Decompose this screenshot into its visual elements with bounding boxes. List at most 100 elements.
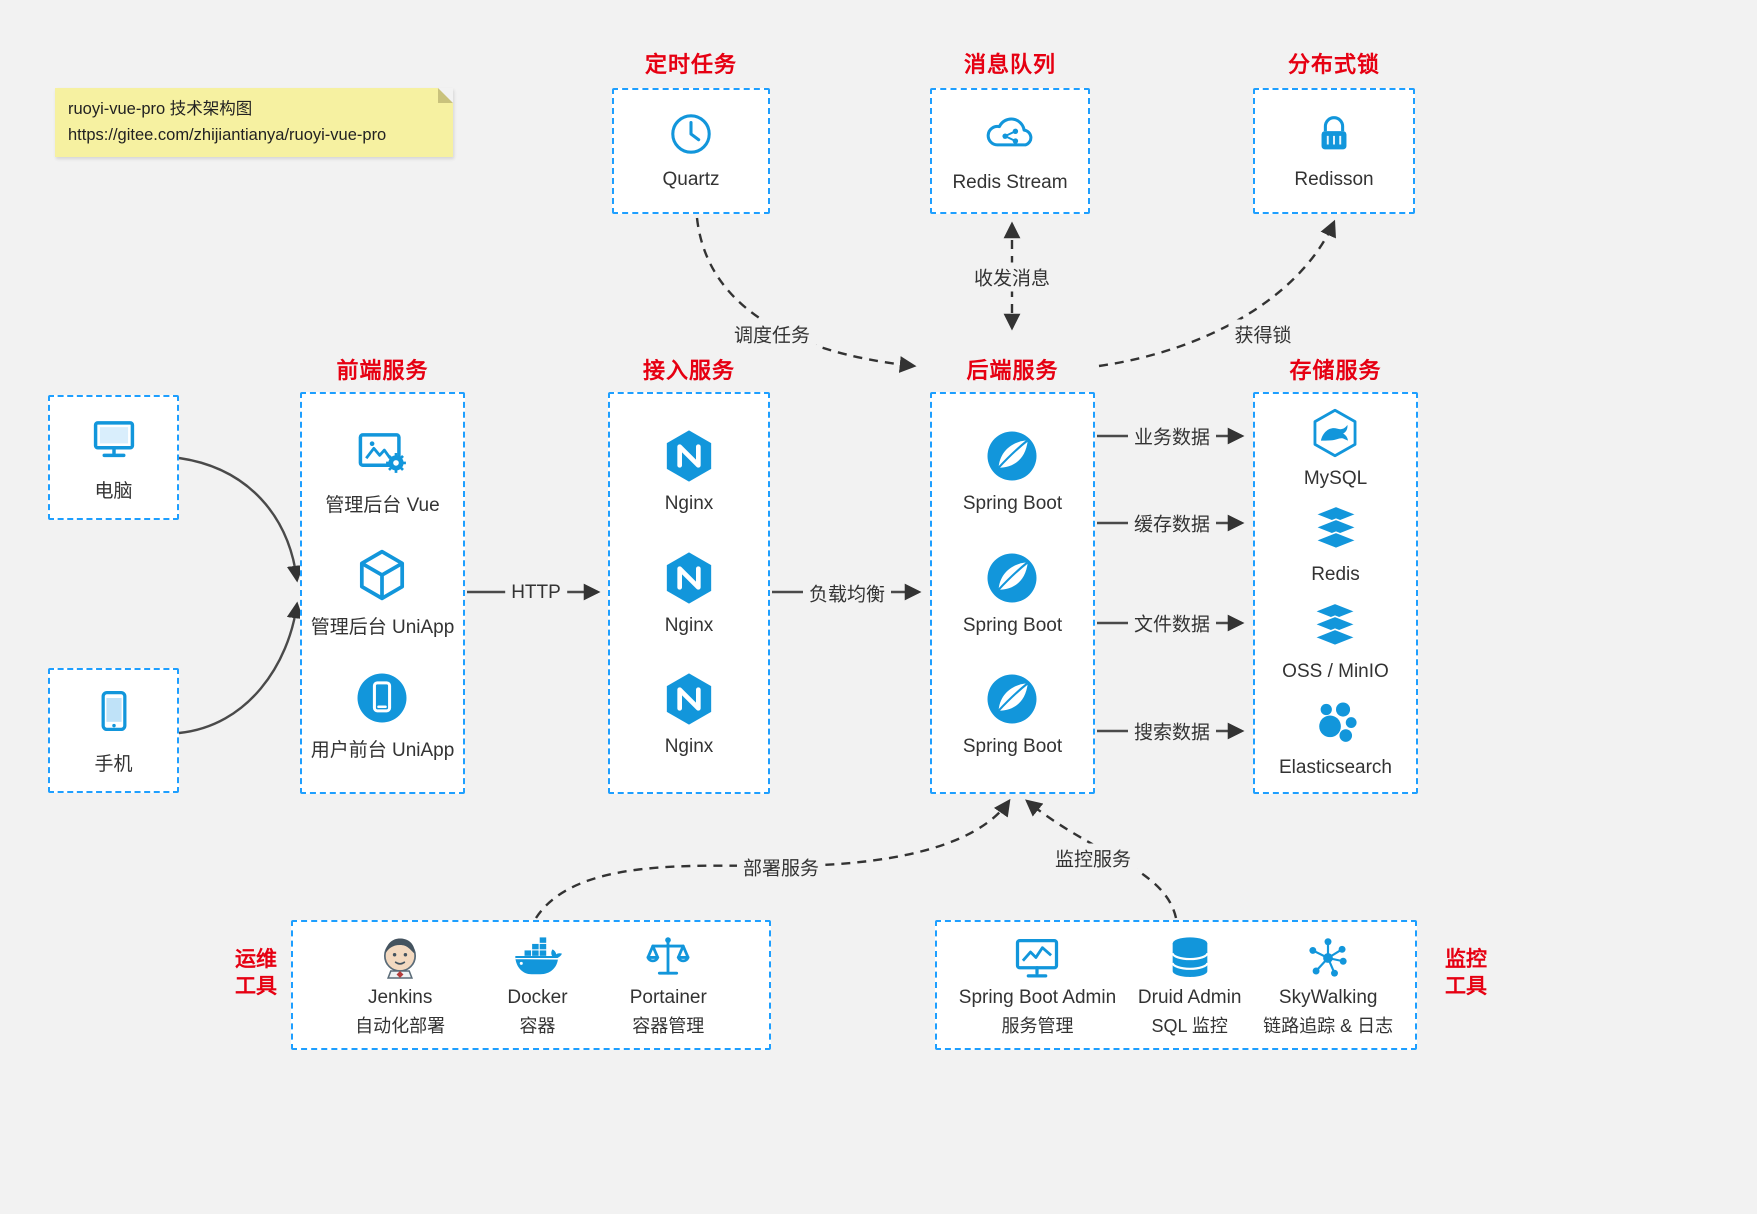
admin-vue-item: 管理后台 Vue (325, 425, 440, 517)
jenkins-name: Jenkins (367, 987, 433, 1008)
admin-uniapp-label: 管理后台 UniApp (310, 617, 455, 638)
ops-label-line2: 工具 (235, 975, 277, 999)
scheduled-tasks-title: 定时任务 (644, 52, 737, 77)
jenkins-item: Jenkins 自动化部署 (355, 932, 445, 1038)
access-services-title: 接入服务 (642, 358, 735, 383)
ops-label-line1: 运维 (235, 948, 277, 971)
edge-label-messaging: 收发消息 (967, 262, 1057, 292)
edge-acquire-lock (1098, 219, 1336, 368)
ops-tools-box: Jenkins 自动化部署 Docker 容器 Portainer 容器管理 (291, 920, 771, 1050)
quartz-box: Quartz (612, 88, 770, 214)
monitor-label-line1: 监控 (1445, 948, 1487, 971)
mysql-label: MySQL (1303, 468, 1368, 490)
frontend-services-title: 前端服务 (336, 358, 429, 383)
pc-label: 电脑 (94, 481, 133, 502)
mysql-icon (1309, 407, 1361, 459)
nginx-icon (661, 671, 717, 727)
docker-icon (511, 932, 563, 984)
user-uniapp-item: 用户前台 UniApp (310, 670, 455, 762)
elasticsearch-label: Elasticsearch (1279, 756, 1392, 778)
monitor-label-line2: 工具 (1445, 975, 1487, 999)
oss-minio-label: OSS / MinIO (1282, 660, 1389, 682)
spring-boot-icon (984, 428, 1040, 484)
backend-services-box: Spring Boot Spring Boot Spring Boot (930, 392, 1095, 794)
oss-stack-icon (1309, 600, 1361, 652)
admin-uniapp-item: 管理后台 UniApp (310, 547, 455, 639)
nginx-label: Nginx (664, 614, 714, 636)
edge-schedule-tasks (695, 217, 917, 373)
admin-vue-icon (354, 425, 410, 481)
uniapp-cube-icon (354, 547, 410, 603)
redis-label: Redis (1311, 564, 1360, 586)
spring-boot-icon (984, 671, 1040, 727)
skywalking-icon (1302, 932, 1354, 984)
edge-label-load-balance: 负载均衡 (802, 578, 892, 608)
spring-boot-admin-item: Spring Boot Admin 服务管理 (959, 932, 1116, 1038)
storage-services-box: MySQL Redis OSS / MinIO Elasticsearch (1253, 392, 1418, 794)
ops-tools-label: 运维 工具 (227, 946, 285, 1001)
quartz-label: Quartz (662, 169, 720, 190)
redis-stream-label: Redis Stream (952, 172, 1068, 193)
spring-boot-label: Spring Boot (962, 735, 1063, 757)
clock-icon (668, 111, 714, 157)
spring-boot-item: Spring Boot (963, 550, 1062, 637)
elasticsearch-icon (1310, 696, 1362, 748)
redis-stack-icon (1310, 503, 1362, 555)
monitor-tools-box: Spring Boot Admin 服务管理 Druid Admin SQL 监… (935, 920, 1417, 1050)
note-title: ruoyi-vue-pro 技术架构图 (68, 100, 253, 118)
portainer-name: Portainer (629, 987, 707, 1008)
portainer-sub: 容器管理 (632, 1016, 705, 1036)
spring-boot-label: Spring Boot (962, 614, 1063, 636)
edge-label-business-data: 业务数据 (1127, 421, 1217, 451)
pc-client-box: 电脑 (48, 395, 179, 520)
skywalking-sub: 链路追踪 & 日志 (1263, 1016, 1394, 1036)
edge-label-monitor: 监控服务 (1048, 843, 1138, 873)
nginx-label: Nginx (664, 493, 714, 515)
redisson-box: Redisson (1253, 88, 1415, 214)
user-app-icon (354, 670, 410, 726)
nginx-icon (661, 550, 717, 606)
druid-icon (1164, 932, 1216, 984)
spring-boot-icon (984, 550, 1040, 606)
portainer-item: Portainer 容器管理 (630, 932, 707, 1038)
elasticsearch-item: Elasticsearch (1279, 696, 1392, 779)
jenkins-sub: 自动化部署 (355, 1016, 446, 1036)
sticky-note: ruoyi-vue-pro 技术架构图 https://gitee.com/zh… (55, 88, 453, 158)
portainer-icon (642, 932, 694, 984)
admin-vue-label: 管理后台 Vue (325, 494, 440, 516)
spring-boot-item: Spring Boot (963, 428, 1062, 515)
nginx-icon (661, 428, 717, 484)
edge-label-deploy: 部署服务 (736, 852, 826, 882)
druid-admin-name: Druid Admin (1137, 987, 1242, 1008)
edge-label-schedule: 调度任务 (727, 319, 817, 349)
druid-admin-item: Druid Admin SQL 监控 (1137, 932, 1242, 1038)
druid-admin-sub: SQL 监控 (1151, 1016, 1228, 1036)
oss-minio-item: OSS / MinIO (1282, 600, 1389, 683)
edge-label-search-data: 搜索数据 (1127, 716, 1217, 746)
docker-name: Docker (507, 987, 568, 1008)
user-uniapp-label: 用户前台 UniApp (310, 739, 455, 761)
desktop-icon (88, 412, 140, 464)
docker-sub: 容器 (519, 1016, 556, 1036)
edge-label-file-data: 文件数据 (1127, 608, 1217, 638)
spring-boot-label: Spring Boot (962, 493, 1063, 515)
edge-phone-to-frontend (178, 601, 304, 735)
cloud-share-icon (984, 108, 1036, 160)
frontend-services-box: 管理后台 Vue 管理后台 UniApp 用户前台 UniApp (300, 392, 465, 794)
backend-services-title: 后端服务 (966, 358, 1059, 383)
edge-label-lock: 获得锁 (1228, 319, 1298, 349)
monitor-tools-label: 监控 工具 (1437, 946, 1495, 1001)
nginx-item: Nginx (661, 550, 717, 637)
nginx-item: Nginx (661, 671, 717, 758)
skywalking-name: SkyWalking (1278, 987, 1378, 1008)
spring-boot-item: Spring Boot (963, 671, 1062, 758)
phone-label: 手机 (94, 754, 133, 775)
spring-boot-admin-name: Spring Boot Admin (958, 987, 1117, 1008)
nginx-item: Nginx (661, 428, 717, 515)
nginx-label: Nginx (664, 735, 714, 757)
redis-item: Redis (1310, 503, 1362, 586)
phone-icon (88, 685, 140, 737)
lock-icon (1311, 111, 1357, 157)
redis-stream-box: Redis Stream (930, 88, 1090, 214)
